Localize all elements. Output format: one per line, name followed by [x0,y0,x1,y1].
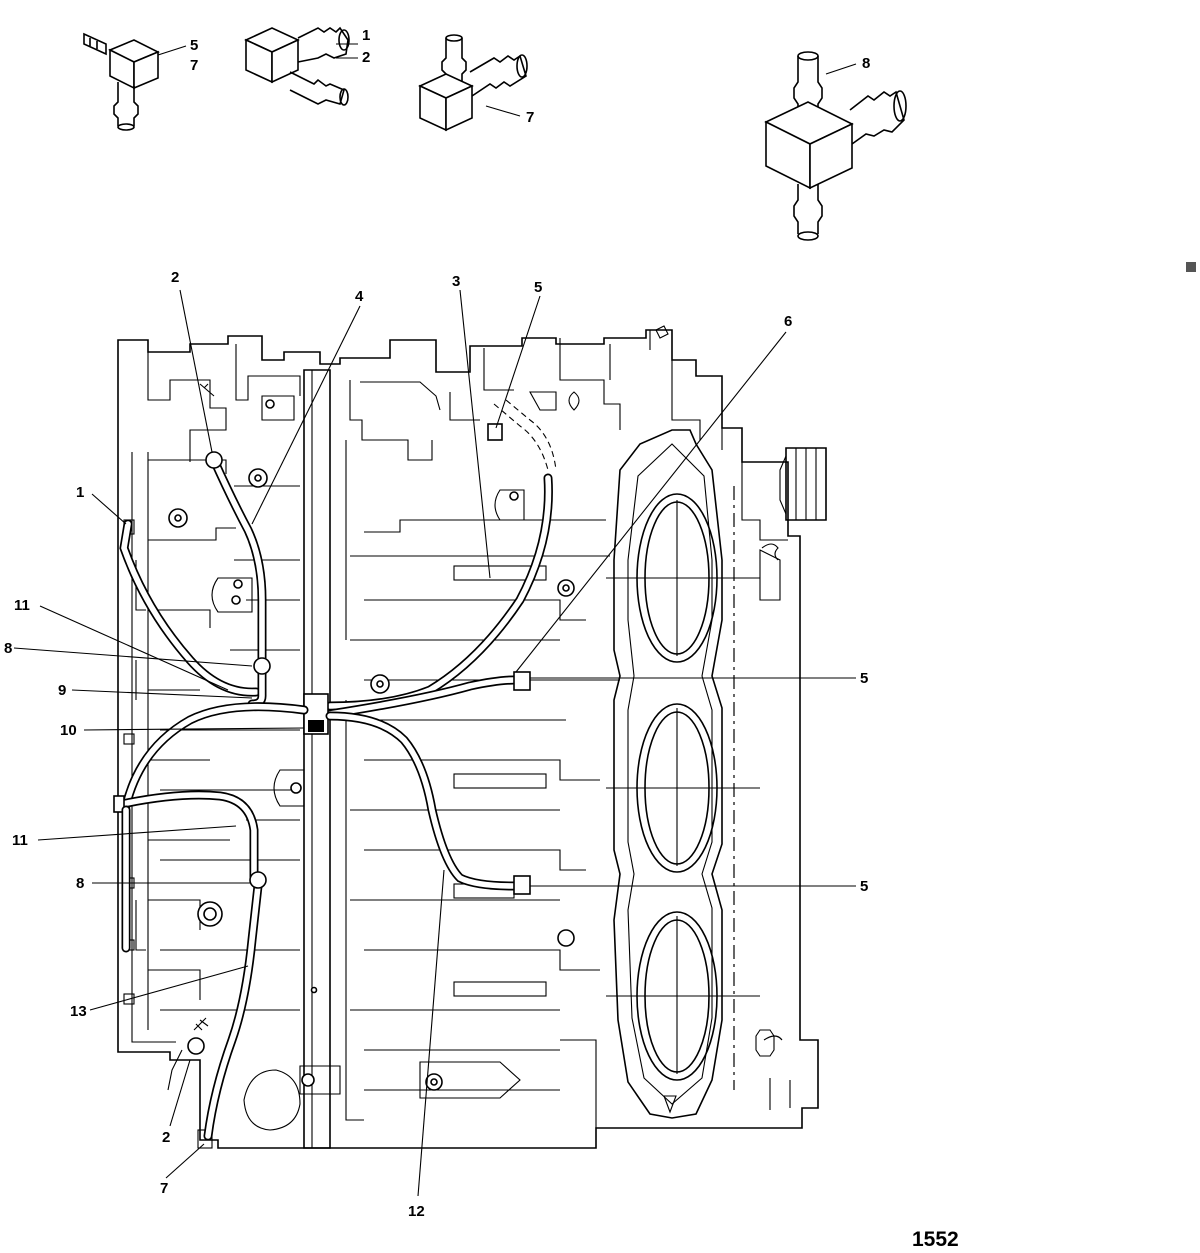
callout-7-bottom: 7 [160,1180,168,1197]
callout-13: 13 [70,1003,87,1020]
callout-9: 9 [58,682,66,699]
label-5-fitting-1: 5 [190,37,198,54]
fitting-tee-5-7: 5 7 [83,32,198,131]
engine-block [117,325,827,1149]
callout-labels: 2 4 3 5 6 1 11 8 9 10 11 8 13 2 7 12 5 5 [4,269,868,1220]
callout-2-bottom: 2 [162,1129,170,1146]
callout-8-lower: 8 [76,875,84,892]
callout-5-middle: 5 [860,670,868,687]
callout-11-upper: 11 [14,597,30,614]
fitting-tee-8-large: 8 [764,51,907,241]
callout-2-top: 2 [171,269,179,286]
callout-5-top: 5 [534,279,542,296]
callout-8-upper: 8 [4,640,12,657]
callout-4: 4 [355,288,364,305]
callout-1: 1 [76,484,84,501]
callout-5-lower: 5 [860,878,868,895]
label-7-fitting-3: 7 [526,109,534,126]
figure-number: 1552 [912,1228,959,1251]
callout-3: 3 [452,273,460,290]
callout-leaders [13,289,856,1197]
callout-12: 12 [408,1203,425,1220]
callout-11-lower: 11 [12,832,28,849]
callout-6: 6 [784,313,792,330]
label-8-fitting-4: 8 [862,55,870,72]
page-edge-marker [1186,262,1196,272]
label-1-fitting-2: 1 [362,27,370,44]
callout-10: 10 [60,722,77,739]
label-2-fitting-2: 2 [362,49,370,66]
label-7-fitting-1: 7 [190,57,198,74]
hose-routing [113,399,557,1141]
fitting-tee-7: 7 [418,34,534,132]
fitting-tee-1-2: 1 2 [244,26,370,106]
